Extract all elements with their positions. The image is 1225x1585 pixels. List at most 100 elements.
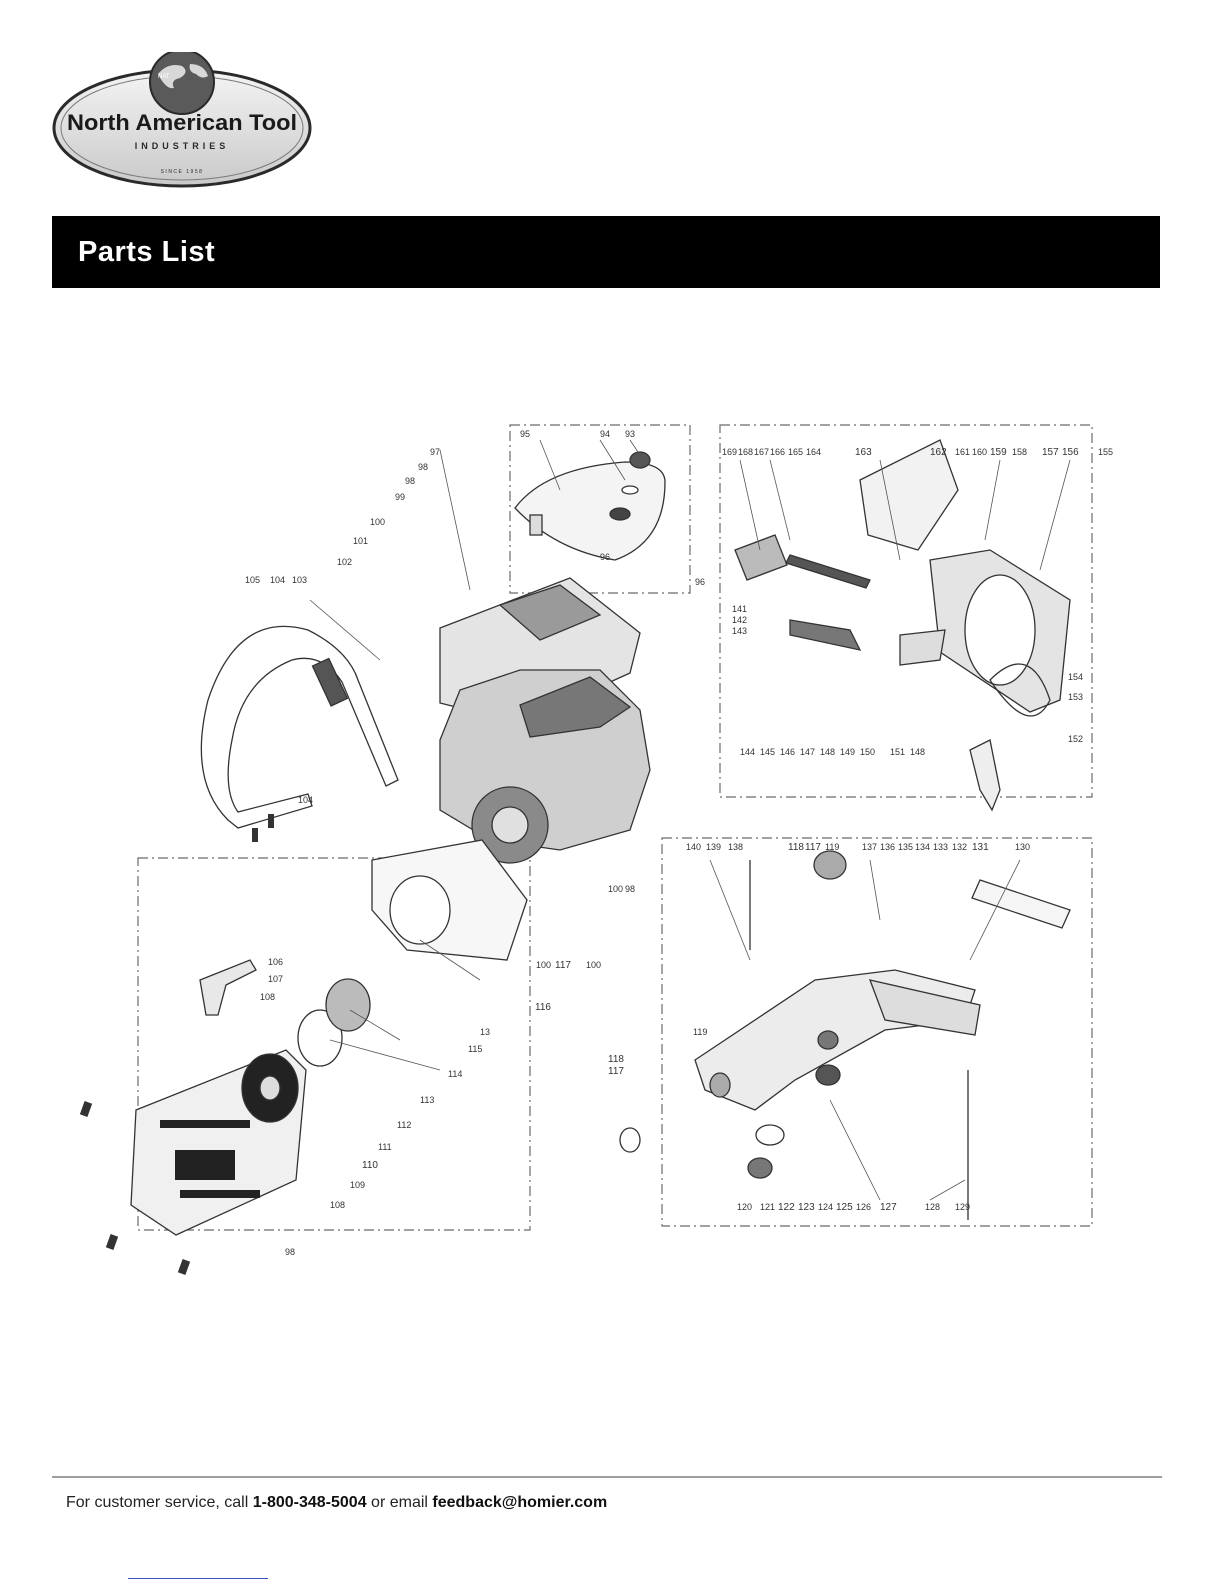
part-label: 108 <box>330 1200 345 1210</box>
part-label: 157 <box>1042 447 1059 458</box>
part-label: 118 <box>788 842 804 853</box>
logo-brand-sub: INDUSTRIES <box>135 141 230 151</box>
part-label: 98 <box>418 462 428 472</box>
part-label: 13 <box>480 1027 490 1037</box>
part-label: 98 <box>285 1247 295 1257</box>
part-label: 141 <box>732 604 747 614</box>
part-label: 100 <box>370 517 385 527</box>
part-label: 128 <box>925 1202 940 1212</box>
part-label: 101 <box>353 536 368 546</box>
part-label: 154 <box>1068 672 1083 682</box>
part-label: 146 <box>780 747 795 757</box>
part-label: 96 <box>600 552 610 562</box>
part-label: 115 <box>468 1044 482 1054</box>
footer-divider <box>52 1476 1162 1478</box>
part-label: 138 <box>728 842 743 852</box>
exploded-parts-diagram: 95 94 93 96 97 98 98 99 100 101 102 103 … <box>79 424 1113 1275</box>
part-label: 119 <box>825 842 839 852</box>
front-handle-part <box>200 625 399 829</box>
part-label: 121 <box>760 1202 775 1212</box>
part-label: 109 <box>350 1180 365 1190</box>
section-header-bar: Parts List <box>52 216 1160 288</box>
part-label: 140 <box>686 842 701 852</box>
screw-icon <box>177 1259 191 1275</box>
screw-icon <box>252 828 258 842</box>
part-label: 106 <box>268 957 283 967</box>
part-label: 98 <box>625 884 635 894</box>
part-label: 95 <box>520 429 530 439</box>
part-label: 111 <box>378 1142 392 1152</box>
part-label: 153 <box>1068 692 1083 702</box>
handle-box <box>661 837 1093 1227</box>
part-label: 122 <box>778 1202 795 1213</box>
part-label: 134 <box>915 842 930 852</box>
logo-brand-name: North American Tool <box>67 110 297 135</box>
logo-since: SINCE 1958 <box>161 169 204 175</box>
part-label: 93 <box>625 429 635 439</box>
part-label: 119 <box>693 1027 707 1037</box>
part-label: 151 <box>890 747 905 757</box>
part-label: 116 <box>535 1002 551 1013</box>
part-label: 117 <box>805 842 821 853</box>
support-email[interactable]: feedback@homier.com <box>432 1494 608 1511</box>
part-label: 94 <box>600 429 610 439</box>
part-label: 99 <box>395 492 405 502</box>
part-label: 104 <box>270 575 285 585</box>
logo-badge: NAT <box>158 74 170 80</box>
part-label: 102 <box>337 557 352 567</box>
part-label: 110 <box>362 1160 378 1171</box>
part-label: 142 <box>732 615 747 625</box>
part-label: 167 <box>754 447 769 457</box>
air-filter-cover-part <box>514 461 666 561</box>
part-label: 133 <box>933 842 948 852</box>
part-label: 120 <box>737 1202 752 1212</box>
page-title: Parts List <box>78 236 216 268</box>
part-label: 127 <box>880 1202 897 1213</box>
screw-icon <box>105 1234 119 1250</box>
part-label: 107 <box>268 974 283 984</box>
part-label: 136 <box>880 842 895 852</box>
part-label: 149 <box>840 747 855 757</box>
part-label: 132 <box>952 842 967 852</box>
part-label: 130 <box>1015 842 1030 852</box>
part-label: 144 <box>740 747 755 757</box>
part-label: 143 <box>732 626 747 636</box>
part-label: 148 <box>820 747 835 757</box>
part-label: 155 <box>1098 447 1113 457</box>
part-label: 113 <box>420 1095 434 1105</box>
part-label: 139 <box>706 842 721 852</box>
part-label: 123 <box>798 1202 815 1213</box>
top-cover-box <box>509 424 691 594</box>
part-label: 118 <box>608 1054 624 1065</box>
link-underline <box>128 1578 268 1579</box>
part-label: 166 <box>770 447 785 457</box>
starter-box <box>137 857 531 1231</box>
part-label: 135 <box>898 842 913 852</box>
part-label: 98 <box>405 476 415 486</box>
part-label: 148 <box>910 747 925 757</box>
part-label: 147 <box>800 747 815 757</box>
part-label: 163 <box>855 447 872 458</box>
part-label: 125 <box>836 1202 853 1213</box>
chain-guard-part <box>859 439 959 551</box>
part-label: 100 <box>608 884 623 894</box>
screw-icon <box>268 814 274 828</box>
part-label: 168 <box>738 447 753 457</box>
part-label: 156 <box>1062 447 1079 458</box>
part-label: 96 <box>695 577 705 587</box>
part-label: 112 <box>397 1120 411 1130</box>
part-label: 104 <box>298 795 313 805</box>
part-label: 169 <box>722 447 737 457</box>
part-label: 164 <box>806 447 821 457</box>
part-label: 100 <box>536 960 551 970</box>
part-label: 150 <box>860 747 875 757</box>
screw-icon <box>79 1101 93 1117</box>
part-label: 124 <box>818 1202 833 1212</box>
part-label: 100 <box>586 960 601 970</box>
part-label: 114 <box>448 1069 462 1079</box>
part-label: 152 <box>1068 734 1083 744</box>
part-label: 97 <box>430 447 440 457</box>
part-label: 137 <box>862 842 877 852</box>
clutch-cover-box <box>719 424 1093 798</box>
support-phone: 1-800-348-5004 <box>252 1494 367 1511</box>
